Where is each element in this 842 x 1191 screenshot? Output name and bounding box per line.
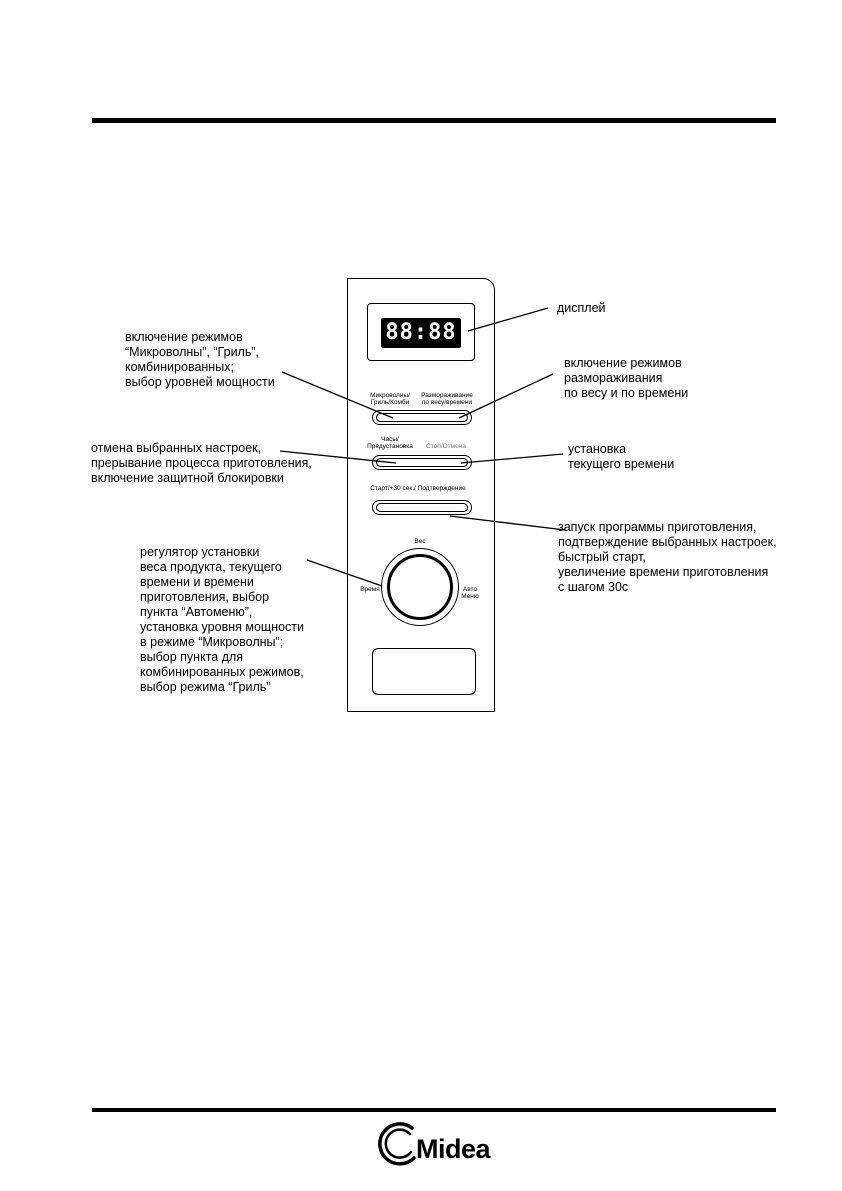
door-release-button[interactable] xyxy=(372,648,476,695)
midea-logo-text: Midea xyxy=(416,1134,491,1164)
footer-rule xyxy=(92,1108,776,1112)
stop-cancel-label: Стоп/Отмена xyxy=(426,443,466,450)
display: 88:88 xyxy=(381,318,461,348)
start-confirm-label: Старт/+30 сек./ Подтверждение xyxy=(370,485,466,492)
leader-cancel xyxy=(279,450,397,464)
start-button[interactable] xyxy=(372,500,472,515)
leader-defrost xyxy=(458,373,554,419)
control-dial[interactable] xyxy=(387,554,453,620)
leader-dial xyxy=(306,559,383,587)
clock-preset-label: Часы/Предустановка xyxy=(367,436,413,450)
annotation-start: запуск программы приготовления,подтвержд… xyxy=(558,520,777,594)
leader-display xyxy=(467,307,549,332)
annotation-display: дисплей xyxy=(557,301,606,315)
control-panel xyxy=(347,278,495,712)
microwave-grill-combi-label: Микроволны/Гриль/Комби xyxy=(370,392,410,406)
midea-logo-mark xyxy=(378,1122,416,1166)
leader-clock xyxy=(460,453,564,464)
annotation-modes: включение режимов“Микроволны”, “Гриль”,к… xyxy=(125,330,275,389)
leader-modes xyxy=(281,371,394,419)
dial-ring xyxy=(381,548,459,626)
header-rule xyxy=(92,118,776,123)
clock-stop-button[interactable] xyxy=(372,455,472,470)
annotation-cancel: отмена выбранных настроек,прерывание про… xyxy=(91,441,312,485)
display-frame xyxy=(367,303,475,361)
dial-label-time: Время xyxy=(360,586,380,593)
leader-start xyxy=(449,515,566,531)
microwave-grill-defrost-button[interactable] xyxy=(372,410,472,425)
dial-label-weight: Вес xyxy=(414,538,426,545)
